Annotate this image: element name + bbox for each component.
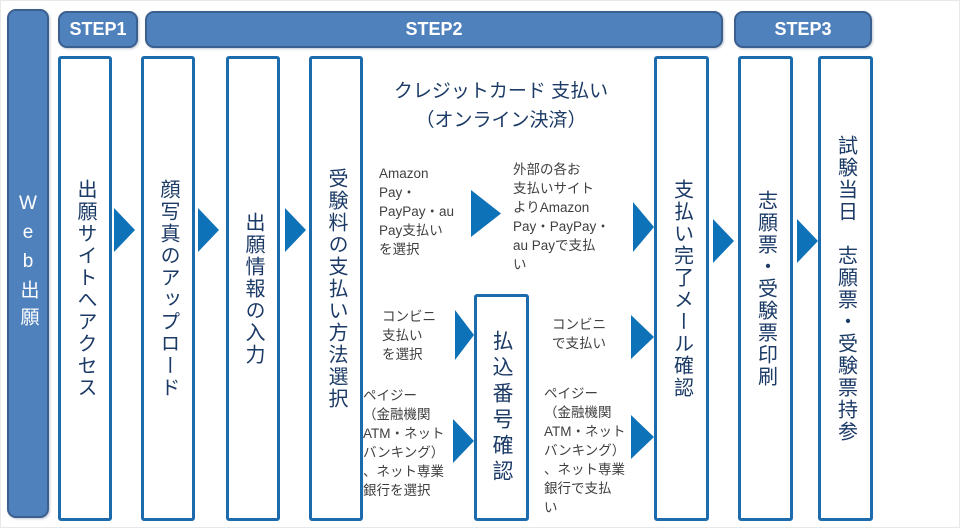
- payeasy-select-note: ペイジー （金融機関 ATM・ネット バンキング） 、ネット専業 銀行を選択: [363, 388, 445, 498]
- step2-header-label: STEP2: [405, 19, 463, 39]
- flow-arrow-icon: [633, 202, 654, 252]
- flow-arrow-icon: [471, 190, 501, 237]
- step2-header: STEP2: [145, 11, 723, 48]
- credit-pay-select-note: Amazon Pay・ PayPay・au Pay支払い を選択: [379, 166, 455, 257]
- convenience-select-note: コンビニ 支払い を選択: [382, 309, 436, 362]
- flow-arrow-icon: [198, 208, 219, 252]
- web-application-banner: Web出願: [7, 9, 49, 518]
- flow-arrow-icon: [453, 419, 474, 463]
- credit-pay-external-site-note: 外部の各お 支払いサイト よりAmazon Pay・PayPay・ au Pay…: [513, 162, 610, 272]
- flow-arrow-icon: [114, 208, 135, 252]
- flow-arrow-icon: [631, 415, 654, 459]
- flow-box-exam-day-bring-tickets-label: 試験当日 志願票・受験票持参: [834, 134, 857, 443]
- step1-header: STEP1: [58, 11, 138, 48]
- flow-box-print-tickets: 志願票・受験票印刷: [738, 56, 793, 521]
- flow-box-access-site-label: 出願サイトへアクセス: [74, 178, 96, 399]
- flow-box-print-tickets-label: 志願票・受験票印刷: [754, 189, 777, 388]
- flow-arrow-icon: [797, 219, 818, 263]
- flow-box-payment-complete-mail: 支払い完了メール確認: [654, 56, 709, 521]
- flow-box-payment-complete-mail-label: 支払い完了メール確認: [670, 178, 693, 399]
- flow-box-enter-info: 出願情報の入力: [226, 56, 280, 521]
- step3-header: STEP3: [734, 11, 872, 48]
- flow-box-access-site: 出願サイトへアクセス: [58, 56, 112, 521]
- flow-box-payment-number-confirm-label: 払込番号確認: [490, 329, 513, 486]
- flow-box-payment-number-confirm: 払込番号確認: [474, 294, 529, 521]
- step2-online-payment-title: クレジットカード 支払い （オンライン決済）: [393, 81, 609, 131]
- flow-box-select-payment-method: 受験料の支払い方法選択: [309, 56, 363, 521]
- flow-box-photo-upload: 顔写真のアップロード: [141, 56, 195, 521]
- flow-box-enter-info-label: 出願情報の入力: [242, 211, 264, 366]
- flow-box-select-payment-method-label: 受験料の支払い方法選択: [325, 167, 347, 410]
- flow-arrow-icon: [285, 208, 306, 252]
- step1-header-label: STEP1: [69, 19, 127, 39]
- flow-box-photo-upload-label: 顔写真のアップロード: [157, 178, 179, 399]
- payeasy-pay-note: ペイジー （金融機関 ATM・ネット バンキング） 、ネット専業 銀行で支払 い: [544, 386, 626, 515]
- web-application-banner-label: Web出願: [17, 193, 39, 334]
- flow-arrow-icon: [631, 315, 654, 359]
- convenience-pay-note: コンビニ で支払い: [552, 317, 606, 351]
- step3-header-label: STEP3: [774, 19, 832, 39]
- flow-box-exam-day-bring-tickets: 試験当日 志願票・受験票持参: [818, 56, 873, 521]
- flow-arrow-icon: [455, 310, 474, 360]
- flow-arrow-icon: [713, 219, 734, 263]
